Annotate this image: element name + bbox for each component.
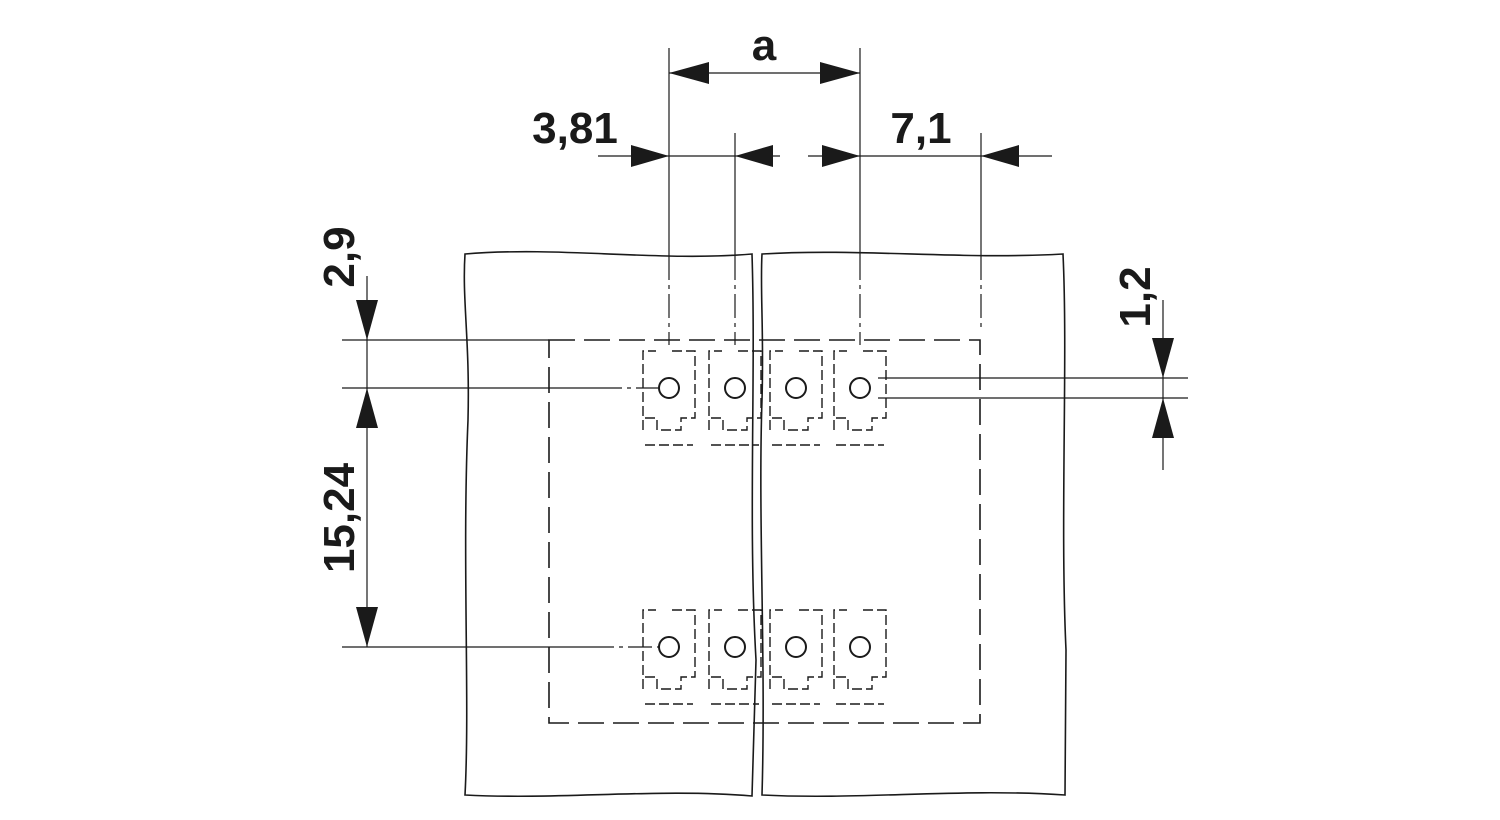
arrow-row-spacing-top (356, 388, 378, 428)
pin-housing-outline (708, 609, 762, 690)
arrow-top-offset (356, 300, 378, 340)
pin-hole (724, 377, 746, 399)
pin-housing-outline (708, 350, 762, 431)
dim-label-a: a (752, 21, 777, 70)
pin-hole (724, 636, 746, 658)
dim-label-pitch: 3,81 (532, 104, 618, 153)
arrow-row-spacing-bottom (356, 607, 378, 647)
pin-housing-outline (642, 350, 696, 431)
dim-label-row-spacing: 15,24 (315, 462, 364, 573)
pin-hole (785, 377, 807, 399)
pin-footprints (642, 350, 887, 705)
pin-housing-outline (769, 609, 823, 690)
dim-label-edge-offset: 7,1 (890, 104, 951, 153)
arrow-a-right (820, 62, 860, 84)
pin-hole (849, 636, 871, 658)
pin-housing-outline (833, 609, 887, 690)
pin-housing-outline (769, 350, 823, 431)
pin-hole (849, 377, 871, 399)
arrow-hole-top (1152, 338, 1174, 378)
connector-footprint-outline (548, 339, 981, 724)
arrow-pitch-left (631, 145, 669, 167)
pin-hole (658, 377, 680, 399)
arrow-a-left (669, 62, 709, 84)
pin-housing-outline (642, 609, 696, 690)
dim-label-hole-diameter: 1,2 (1111, 266, 1160, 327)
board-right-outline (760, 251, 1067, 798)
dim-label-top-offset: 2,9 (315, 226, 364, 287)
pin-hole (785, 636, 807, 658)
arrow-pitch-right (735, 145, 773, 167)
arrow-hole-bottom (1152, 398, 1174, 438)
board-left-outline (463, 250, 757, 798)
pin-hole (658, 636, 680, 658)
arrow-edge-right (981, 145, 1019, 167)
arrow-edge-left (822, 145, 860, 167)
pin-housing-outline (833, 350, 887, 431)
